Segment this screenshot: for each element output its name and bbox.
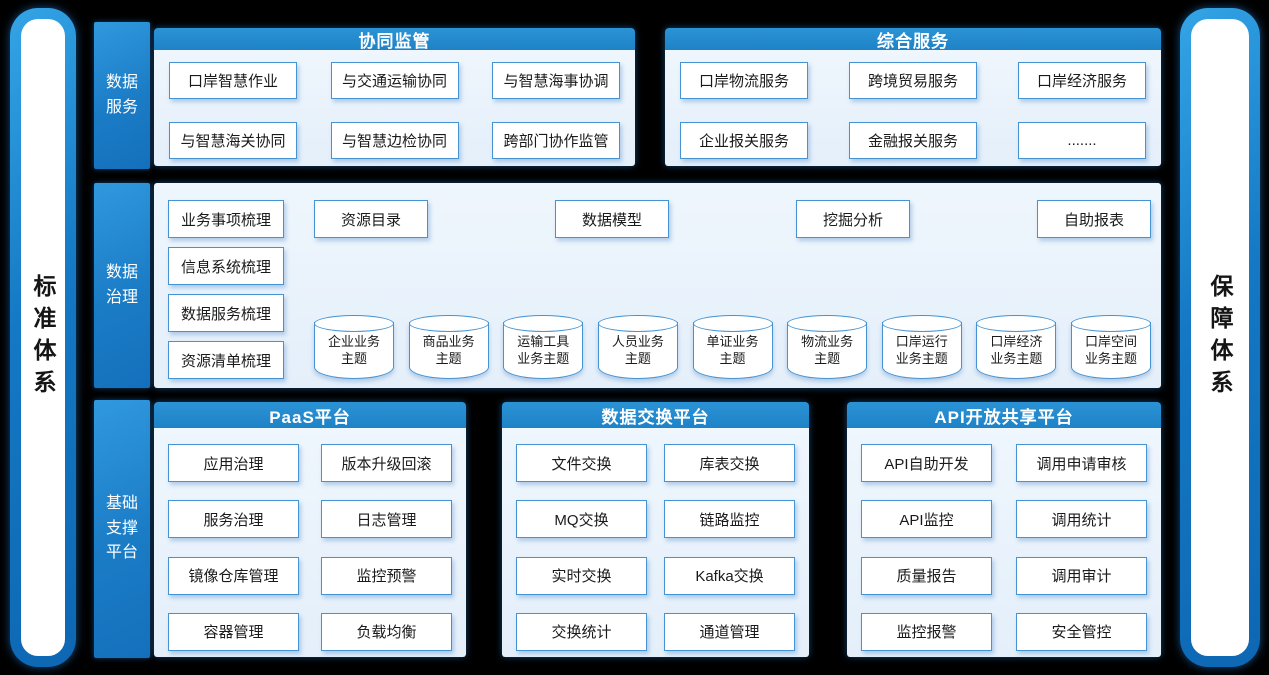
tab-base-platform: 基础 支撑 平台 <box>94 400 150 658</box>
module-box: MQ交换 <box>516 500 647 539</box>
theme-database-row: 企业业务 主题 商品业务 主题 运输工具 业务主题 人员业务 主题 单证业务 主… <box>314 315 1151 379</box>
cylinder-label: 口岸经济 业务主题 <box>990 334 1043 366</box>
database-cylinder: 运输工具 业务主题 <box>503 315 584 379</box>
cylinder-label: 运输工具 业务主题 <box>517 334 570 366</box>
module-box: 日志管理 <box>321 500 452 539</box>
module-box: 资源目录 <box>314 200 428 238</box>
module-box: 跨部门协作监管 <box>492 122 620 159</box>
tab-data-service: 数据 服务 <box>94 22 150 169</box>
module-box: 企业报关服务 <box>680 122 808 159</box>
module-box: 自助报表 <box>1037 200 1151 238</box>
cylinder-label: 物流业务 主题 <box>801 334 854 366</box>
module-box: 镜像仓库管理 <box>168 556 299 595</box>
panel-api-open-sharing: API开放共享平台 API自助开发 调用申请审核 API监控 调用统计 质量报告… <box>847 402 1161 657</box>
cylinder-label: 口岸运行 业务主题 <box>895 334 948 366</box>
module-box: 负载均衡 <box>321 612 452 651</box>
module-box: 链路监控 <box>664 500 795 539</box>
module-box: API自助开发 <box>861 444 992 482</box>
guarantee-system-bar-inner: 保障体系 <box>1191 19 1249 656</box>
standard-system-bar-inner: 标准体系 <box>21 19 65 656</box>
module-box-ellipsis: ....... <box>1018 122 1146 159</box>
module-box: 应用治理 <box>168 444 299 482</box>
module-box: 文件交换 <box>516 444 647 482</box>
guarantee-system-label: 保障体系 <box>1207 273 1233 402</box>
panel-title-paas: PaaS平台 <box>154 402 466 428</box>
panel-data-exchange: 数据交换平台 文件交换 库表交换 MQ交换 链路监控 实时交换 Kafka交换 … <box>502 402 809 657</box>
module-box: API监控 <box>861 500 992 539</box>
module-box: 与交通运输协同 <box>330 62 459 99</box>
module-box: 口岸经济服务 <box>1018 62 1146 99</box>
cylinder-label: 人员业务 主题 <box>611 334 664 366</box>
module-box: 数据模型 <box>555 200 669 238</box>
module-box: 与智慧海事协调 <box>492 62 620 99</box>
module-box: 数据服务梳理 <box>168 294 284 332</box>
panel-data-governance: 业务事项梳理 信息系统梳理 数据服务梳理 资源清单梳理 资源目录 数据模型 挖掘… <box>154 183 1161 388</box>
database-cylinder: 商品业务 主题 <box>408 315 489 379</box>
database-cylinder: 物流业务 主题 <box>787 315 868 379</box>
module-box: 调用申请审核 <box>1016 444 1147 482</box>
governance-top-row: 资源目录 数据模型 挖掘分析 自助报表 <box>314 200 1151 238</box>
cylinder-label: 单证业务 主题 <box>706 334 759 366</box>
database-cylinder: 人员业务 主题 <box>597 315 678 379</box>
module-box: 库表交换 <box>664 444 795 482</box>
cylinder-label: 口岸空间 业务主题 <box>1084 334 1137 366</box>
module-box: 服务治理 <box>168 500 299 539</box>
panel-collaborative-supervision: 协同监管 口岸智慧作业 与交通运输协同 与智慧海事协调 与智慧海关协同 与智慧边… <box>154 28 635 166</box>
module-box: 安全管控 <box>1016 612 1147 651</box>
module-box: 口岸智慧作业 <box>169 62 297 99</box>
module-box: 容器管理 <box>168 612 299 651</box>
database-cylinder: 口岸运行 业务主题 <box>881 315 962 379</box>
tab-data-governance: 数据 治理 <box>94 183 150 388</box>
layer-data-governance: 数据 治理 业务事项梳理 信息系统梳理 数据服务梳理 资源清单梳理 资源目录 数… <box>94 183 1161 388</box>
module-box: 资源清单梳理 <box>168 341 284 379</box>
layer-data-service: 数据 服务 协同监管 口岸智慧作业 与交通运输协同 与智慧海事协调 与智慧海关协… <box>94 22 1161 169</box>
panel-paas: PaaS平台 应用治理 版本升级回滚 服务治理 日志管理 镜像仓库管理 监控预警… <box>154 402 466 657</box>
panel-title-data-exchange: 数据交换平台 <box>502 402 809 428</box>
module-box: 质量报告 <box>861 556 992 595</box>
database-cylinder: 企业业务 主题 <box>314 315 394 379</box>
module-box: 与智慧边检协同 <box>330 122 459 159</box>
panel-title-comprehensive-service: 综合服务 <box>665 28 1161 51</box>
standard-system-label: 标准体系 <box>30 273 56 402</box>
database-cylinder: 口岸经济 业务主题 <box>976 315 1057 379</box>
guarantee-system-bar: 保障体系 <box>1180 8 1260 667</box>
module-box: Kafka交换 <box>664 556 795 595</box>
module-box: 调用审计 <box>1016 556 1147 595</box>
standard-system-bar: 标准体系 <box>10 8 76 667</box>
cylinder-label: 商品业务 主题 <box>422 334 475 366</box>
database-cylinder: 单证业务 主题 <box>692 315 773 379</box>
module-box: 业务事项梳理 <box>168 200 284 238</box>
module-box: 挖掘分析 <box>796 200 910 238</box>
module-box: 口岸物流服务 <box>680 62 808 99</box>
panel-body-data-exchange: 文件交换 库表交换 MQ交换 链路监控 实时交换 Kafka交换 交换统计 通道… <box>502 428 809 657</box>
module-box: 通道管理 <box>664 612 795 651</box>
module-box: 信息系统梳理 <box>168 247 284 285</box>
module-box: 跨境贸易服务 <box>849 62 977 99</box>
main-layers: 数据 服务 协同监管 口岸智慧作业 与交通运输协同 与智慧海事协调 与智慧海关协… <box>94 0 1161 675</box>
module-box: 金融报关服务 <box>849 122 977 159</box>
panel-body-paas: 应用治理 版本升级回滚 服务治理 日志管理 镜像仓库管理 监控预警 容器管理 负… <box>154 428 466 657</box>
module-box: 监控报警 <box>861 612 992 651</box>
module-box: 版本升级回滚 <box>321 444 452 482</box>
governance-right-area: 资源目录 数据模型 挖掘分析 自助报表 企业业务 主题 商品业务 主题 运输工具… <box>314 200 1151 379</box>
cylinder-label: 企业业务 主题 <box>327 334 380 366</box>
panel-title-api-open-sharing: API开放共享平台 <box>847 402 1161 428</box>
panel-comprehensive-service: 综合服务 口岸物流服务 跨境贸易服务 口岸经济服务 企业报关服务 金融报关服务 … <box>665 28 1161 166</box>
panel-body-collaborative-supervision: 口岸智慧作业 与交通运输协同 与智慧海事协调 与智慧海关协同 与智慧边检协同 跨… <box>154 50 635 166</box>
panel-body-api-open-sharing: API自助开发 调用申请审核 API监控 调用统计 质量报告 调用审计 监控报警… <box>847 428 1161 657</box>
module-box: 监控预警 <box>321 556 452 595</box>
module-box: 交换统计 <box>516 612 647 651</box>
panel-title-collaborative-supervision: 协同监管 <box>154 28 635 51</box>
database-cylinder: 口岸空间 业务主题 <box>1071 315 1151 379</box>
module-box: 与智慧海关协同 <box>169 122 297 159</box>
module-box: 实时交换 <box>516 556 647 595</box>
module-box: 调用统计 <box>1016 500 1147 539</box>
layer-base-platform: 基础 支撑 平台 PaaS平台 应用治理 版本升级回滚 服务治理 日志管理 镜像… <box>94 400 1161 658</box>
panel-body-comprehensive-service: 口岸物流服务 跨境贸易服务 口岸经济服务 企业报关服务 金融报关服务 .....… <box>665 50 1161 166</box>
governance-left-column: 业务事项梳理 信息系统梳理 数据服务梳理 资源清单梳理 <box>168 200 284 379</box>
